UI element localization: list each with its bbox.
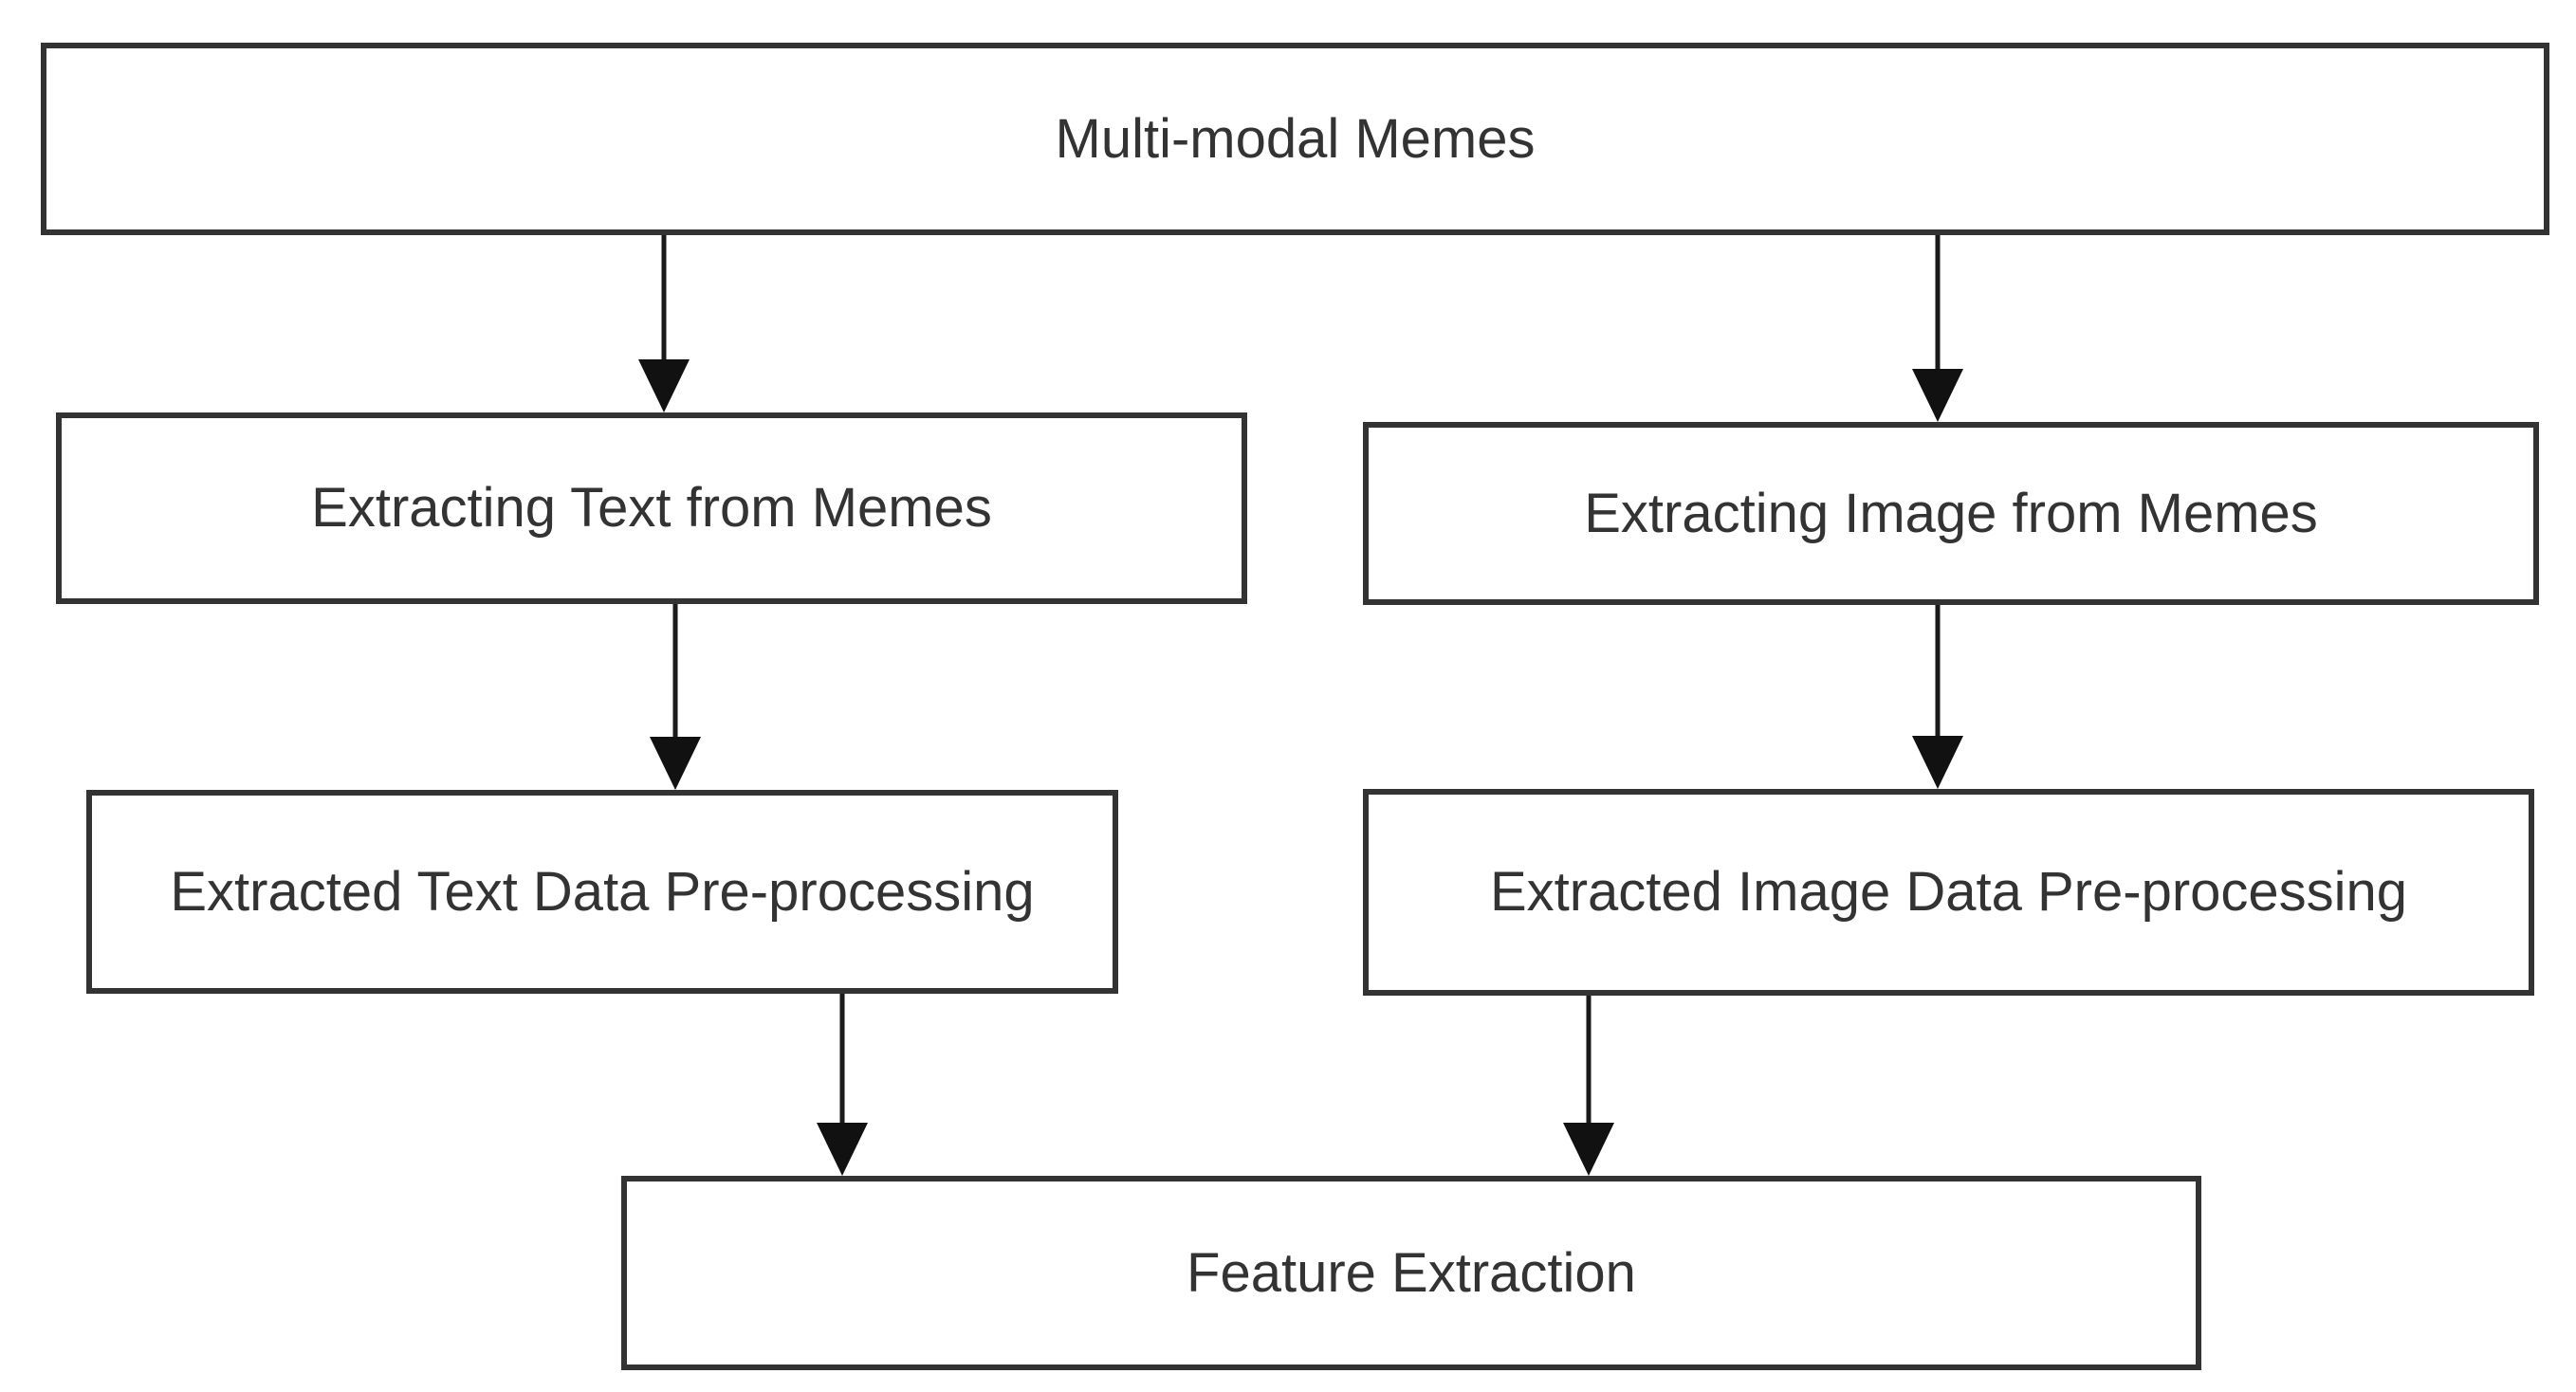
arrow-extracting-text-to-text-preprocessing <box>650 604 701 790</box>
node-text-preprocessing-label: Extracted Text Data Pre-processing <box>170 860 1035 923</box>
node-multi-modal-memes: Multi-modal Memes <box>41 43 2549 235</box>
node-image-preprocessing: Extracted Image Data Pre-processing <box>1363 789 2534 996</box>
arrow-down-head-icon <box>1563 1123 1614 1176</box>
arrow-shaft <box>672 604 678 742</box>
arrow-down-head-icon <box>817 1123 868 1176</box>
node-extracting-image: Extracting Image from Memes <box>1363 422 2539 605</box>
node-image-preprocessing-label: Extracted Image Data Pre-processing <box>1489 861 2408 924</box>
arrow-extracting-image-to-image-preprocessing <box>1912 605 1963 789</box>
node-extracting-text-label: Extracting Text from Memes <box>311 477 992 540</box>
node-extracting-text: Extracting Text from Memes <box>56 412 1247 604</box>
node-extracting-image-label: Extracting Image from Memes <box>1584 482 2318 544</box>
arrow-down-head-icon <box>1912 736 1963 789</box>
node-feature-extraction: Feature Extraction <box>621 1176 2201 1370</box>
arrow-down-head-icon <box>638 359 690 412</box>
node-feature-extraction-label: Feature Extraction <box>1187 1241 1636 1304</box>
arrow-shaft <box>1935 235 1941 375</box>
arrow-down-head-icon <box>650 737 701 790</box>
arrow-text-preprocessing-to-feature-extraction <box>817 994 868 1176</box>
arrow-multi-modal-memes-to-extracting-image <box>1912 235 1963 422</box>
arrow-shaft <box>1935 605 1941 742</box>
arrow-down-head-icon <box>1912 369 1963 422</box>
node-multi-modal-memes-label: Multi-modal Memes <box>1055 107 1536 170</box>
node-text-preprocessing: Extracted Text Data Pre-processing <box>86 790 1118 994</box>
arrow-image-preprocessing-to-feature-extraction <box>1563 996 1614 1176</box>
arrow-multi-modal-memes-to-extracting-text <box>638 235 690 412</box>
arrow-shaft <box>661 235 667 365</box>
arrow-shaft <box>839 994 845 1128</box>
arrow-shaft <box>1586 996 1592 1128</box>
